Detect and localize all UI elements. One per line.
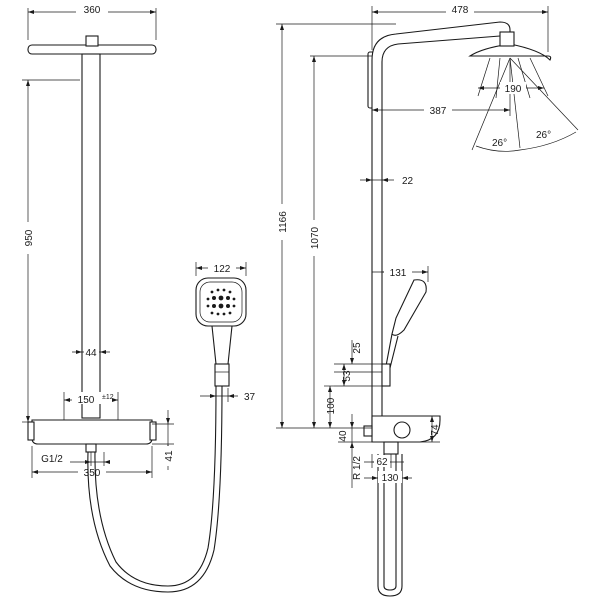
dim-holder-gap: 25: [352, 342, 363, 354]
dim-outlet-height: 100: [326, 397, 337, 414]
side-thermostat-knob: [393, 421, 411, 439]
dim-thread-front: G1/2: [41, 454, 63, 465]
dim-overhead-height: 1070: [310, 226, 321, 249]
dim-front-width: 360: [84, 5, 101, 16]
side-hose: [377, 454, 403, 597]
dim-front-base-width: 350: [84, 468, 101, 479]
dim-thread-side: R 1/2: [352, 456, 363, 480]
dim-tilt-angle-left: 26°: [492, 138, 507, 149]
dim-hose-spacing: 130: [382, 473, 399, 484]
dim-head-diameter: 190: [505, 84, 522, 95]
side-hand-shower: [391, 279, 427, 336]
hand-shower-holder: [214, 363, 230, 387]
dim-front-height: 950: [24, 229, 35, 246]
dim-outlet-offset: 62: [376, 457, 388, 468]
dim-pipe-width: 44: [85, 348, 97, 359]
dim-arm-projection: 387: [430, 106, 447, 117]
dim-handshower-holder: 37: [244, 392, 256, 403]
front-head-connector: [85, 35, 99, 47]
dim-tilt-angle-right: 26°: [536, 130, 551, 141]
dim-thermostat-tolerance: ±12: [102, 394, 114, 401]
dim-pipe-depth: 22: [402, 176, 414, 187]
dim-handshower-width: 122: [214, 264, 231, 275]
dim-front-base-height: 41: [164, 450, 175, 462]
dim-side-base-height: 74: [430, 424, 441, 436]
spray-pattern: [206, 288, 236, 316]
front-view: 360 950 44 150 ±12: [20, 2, 223, 593]
dim-total-height: 1166: [278, 211, 289, 233]
side-shower-head: [468, 43, 552, 61]
dim-holder-range: 53: [342, 370, 353, 382]
hand-shower-view: 122 37: [195, 262, 256, 403]
hand-shower-handle: [211, 325, 233, 365]
dim-connection-height: 40: [338, 430, 349, 442]
front-thermostat: [31, 419, 153, 445]
front-riser-pipe: [81, 53, 101, 419]
dim-thermostat-spacing: 150: [78, 395, 95, 406]
side-riser-arm: [371, 21, 511, 429]
dim-handshower-projection: 131: [390, 268, 407, 279]
dim-side-arm-length: 478: [452, 5, 469, 16]
hand-shower-head: [195, 277, 247, 327]
side-view: 478 1166 1070 387: [274, 4, 579, 597]
front-hose: [87, 385, 223, 593]
